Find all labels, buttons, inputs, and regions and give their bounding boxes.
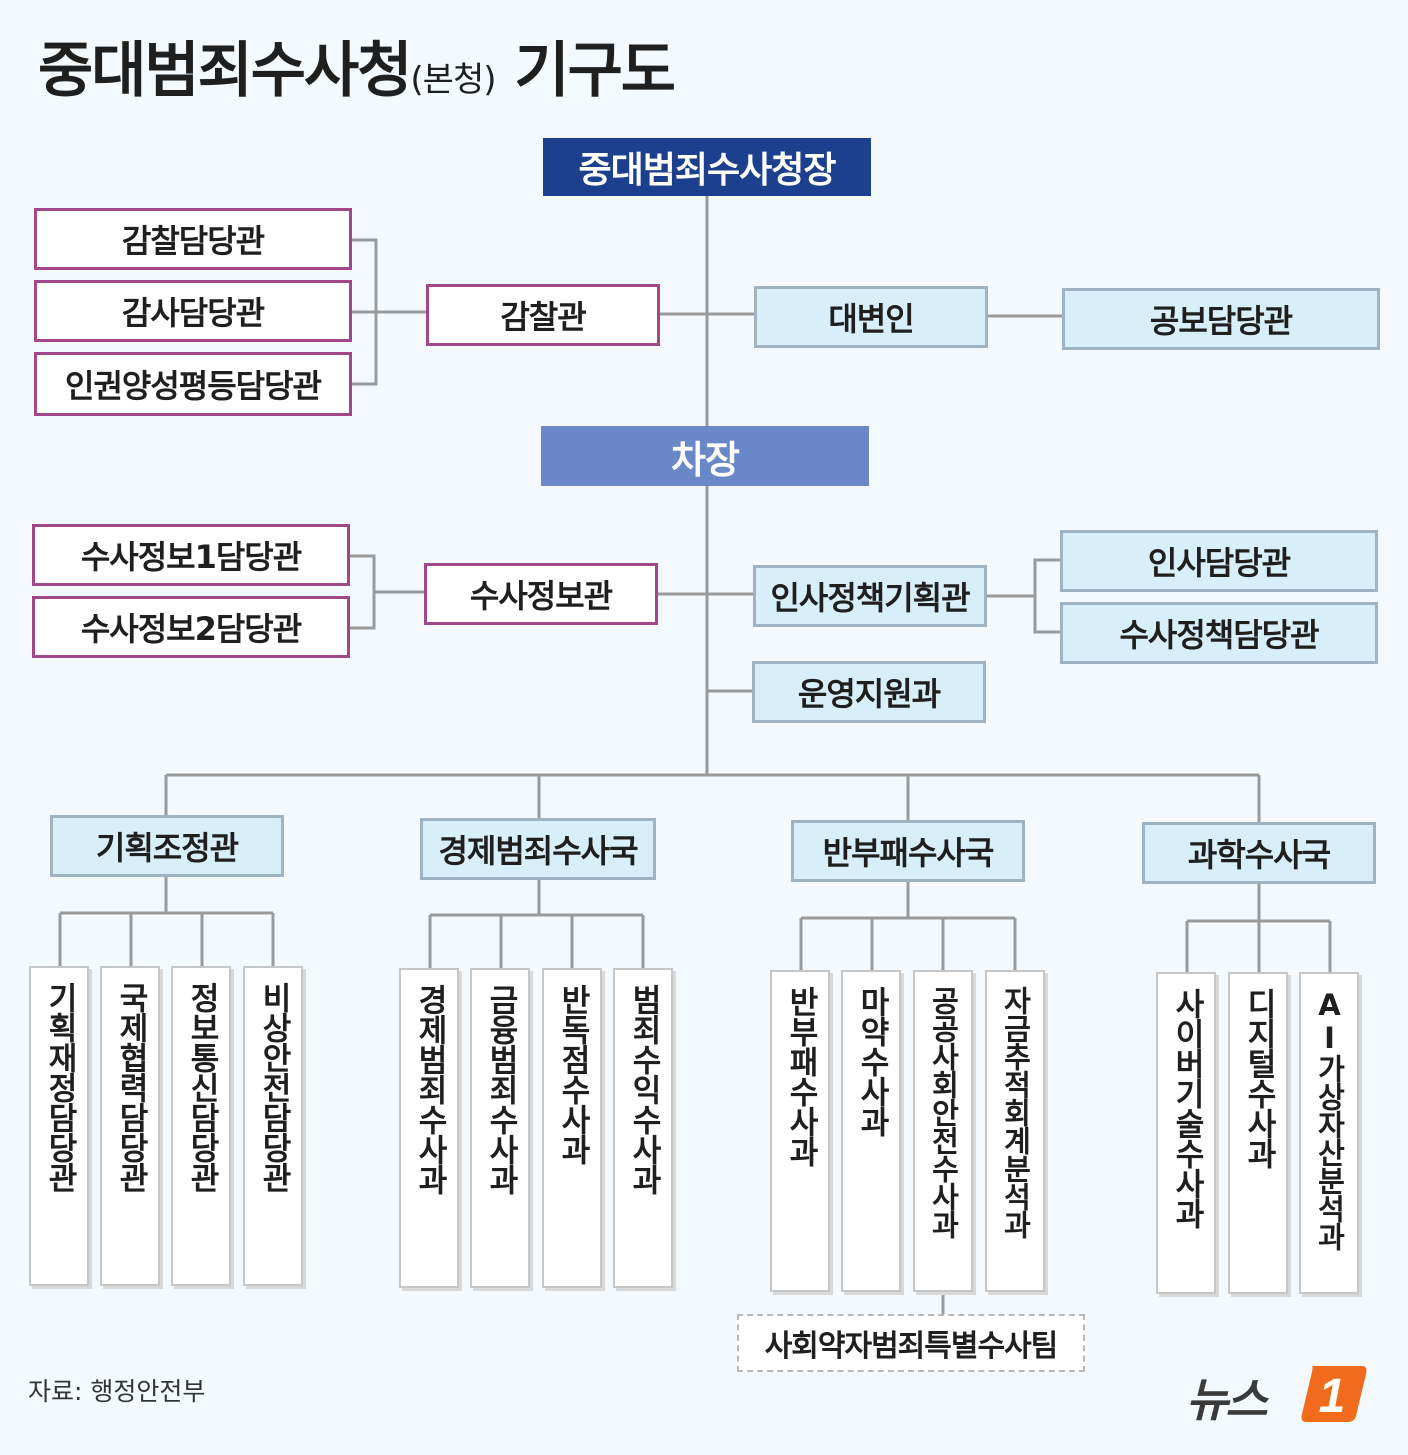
page-title: 중대범죄수사청(본청) 기구도 (38, 22, 676, 109)
title-tail: 기구도 (514, 36, 676, 106)
unit-anticorruption-3: 공공사회안전수사과 (913, 970, 973, 1292)
bureau-anticorruption: 반부패수사국 (791, 820, 1025, 882)
inspection-unit-2: 감사담당관 (34, 280, 352, 342)
unit-label: 비상안전담당관 (255, 982, 292, 1192)
intel-unit-1: 수사정보1담당관 (32, 524, 350, 586)
bureau-science: 과학수사국 (1142, 822, 1376, 884)
hr-office: 인사정책기획관 (753, 565, 987, 627)
unit-label: 정보통신담당관 (183, 982, 220, 1192)
news1-logo: 뉴스 1 (1186, 1360, 1376, 1430)
unit-economic-1: 경제범죄수사과 (399, 968, 459, 1288)
unit-economic-2: 금융범죄수사과 (470, 968, 530, 1288)
unit-label: 공공사회안전수사과 (926, 986, 961, 1238)
hr-unit-1: 인사담당관 (1060, 530, 1378, 592)
unit-label: 마약수사과 (853, 986, 890, 1136)
inspection-unit-1: 감찰담당관 (34, 208, 352, 270)
unit-science-2: 디지털수사과 (1228, 972, 1288, 1294)
unit-anticorruption-2: 마약수사과 (841, 970, 901, 1292)
unit-label: 경제범죄수사과 (411, 984, 448, 1194)
head-box: 중대범죄수사청장 (543, 138, 871, 196)
hr-unit-2: 수사정책담당관 (1060, 602, 1378, 664)
intel-unit-2: 수사정보2담당관 (32, 596, 350, 658)
inspection-office: 감찰관 (426, 284, 660, 346)
unit-economic-4: 범죄수익수사과 (613, 968, 673, 1288)
unit-label: AI가상자산분석과 (1312, 988, 1347, 1250)
unit-science-1: 사이버기술수사과 (1156, 972, 1216, 1294)
logo-text: 뉴스 (1186, 1373, 1268, 1427)
unit-label: 범죄수익수사과 (625, 984, 662, 1194)
bureau-economic: 경제범죄수사국 (420, 818, 656, 880)
title-main: 중대범죄수사청 (38, 36, 412, 106)
unit-label: 반독점수사과 (554, 984, 591, 1164)
unit-label: 디지털수사과 (1240, 988, 1277, 1168)
inspection-unit-3: 인권양성평등담당관 (34, 352, 352, 416)
unit-science-3: AI가상자산분석과 (1299, 972, 1359, 1294)
unit-planning-4: 비상안전담당관 (243, 966, 303, 1286)
unit-economic-3: 반독점수사과 (542, 968, 602, 1288)
special-team-box: 사회약자범죄특별수사팀 (737, 1314, 1085, 1372)
unit-planning-3: 정보통신담당관 (171, 966, 231, 1286)
unit-label: 사이버기술수사과 (1168, 988, 1205, 1228)
unit-anticorruption-4: 자금추적회계분석과 (985, 970, 1045, 1292)
spokesperson-unit: 공보담당관 (1062, 288, 1380, 350)
logo-mark-digit: 1 (1319, 1370, 1346, 1423)
title-sub: (본청) (410, 60, 496, 100)
bureau-planning: 기획조정관 (50, 815, 284, 877)
unit-label: 기획재정담당관 (41, 982, 78, 1192)
unit-label: 반부패수사과 (782, 986, 819, 1166)
unit-planning-2: 국제협력담당관 (100, 966, 160, 1286)
source-note: 자료: 행정안전부 (28, 1377, 206, 1406)
logo-mark-icon: 1 (1301, 1366, 1367, 1423)
deputy-box: 차장 (541, 426, 869, 486)
unit-planning-1: 기획재정담당관 (29, 966, 89, 1286)
support-office: 운영지원과 (752, 661, 986, 723)
spokesperson-office: 대변인 (754, 286, 988, 348)
unit-label: 자금추적회계분석과 (998, 986, 1033, 1238)
unit-label: 국제협력담당관 (112, 982, 149, 1192)
unit-label: 금융범죄수사과 (482, 984, 519, 1194)
unit-anticorruption-1: 반부패수사과 (770, 970, 830, 1292)
intel-office: 수사정보관 (424, 563, 658, 625)
